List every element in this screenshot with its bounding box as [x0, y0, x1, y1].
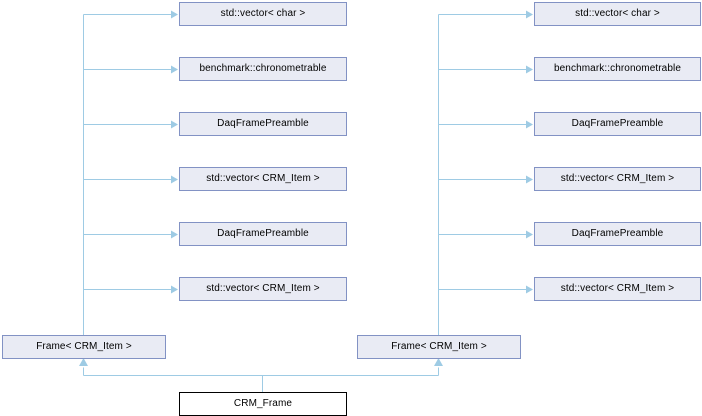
- node-frame-crm-item-left[interactable]: Frame< CRM_Item >: [2, 335, 166, 359]
- arrow-icon-right-0: [526, 10, 533, 19]
- node-label: DaqFramePreamble: [217, 118, 309, 129]
- node-label: std::vector< CRM_Item >: [560, 283, 675, 294]
- arrow-icon-left-4: [171, 230, 178, 239]
- arrowheads-inheritance: [79, 358, 443, 366]
- node-daqframepreamble-right-2[interactable]: DaqFramePreamble: [534, 222, 701, 246]
- node-label: std::vector< CRM_Item >: [560, 173, 675, 184]
- edge-group-inheritance: [83, 367, 439, 393]
- node-label: CRM_Frame: [233, 398, 293, 409]
- node-daqframepreamble-left-1[interactable]: DaqFramePreamble: [179, 112, 347, 136]
- node-std-vector-crm-item-left-2[interactable]: std::vector< CRM_Item >: [179, 277, 347, 301]
- node-daqframepreamble-left-2[interactable]: DaqFramePreamble: [179, 222, 347, 246]
- node-label: benchmark::chronometrable: [553, 63, 681, 74]
- arrow-icon-right-2: [526, 120, 533, 129]
- node-std-vector-crm-item-right-2[interactable]: std::vector< CRM_Item >: [534, 277, 701, 301]
- node-label: Frame< CRM_Item >: [36, 341, 132, 352]
- node-frame-crm-item-right[interactable]: Frame< CRM_Item >: [357, 335, 521, 359]
- node-label: Frame< CRM_Item >: [391, 341, 487, 352]
- node-std-vector-crm-item-left-1[interactable]: std::vector< CRM_Item >: [179, 167, 347, 191]
- arrow-icon-left-1: [171, 65, 178, 74]
- arrowheads-left: [171, 10, 178, 294]
- arrowheads-right: [526, 10, 533, 294]
- arrow-icon-left-3: [171, 175, 178, 184]
- node-label: std::vector< char >: [575, 8, 660, 19]
- node-benchmark-chronometrable-right[interactable]: benchmark::chronometrable: [534, 57, 701, 81]
- arrow-icon-right-1: [526, 65, 533, 74]
- edge-group-right-usage: [438, 14, 528, 336]
- node-std-vector-char-left[interactable]: std::vector< char >: [179, 2, 347, 26]
- node-std-vector-crm-item-right-1[interactable]: std::vector< CRM_Item >: [534, 167, 701, 191]
- node-label: std::vector< CRM_Item >: [206, 173, 320, 184]
- node-std-vector-char-right[interactable]: std::vector< char >: [534, 2, 701, 26]
- arrow-icon-right-5: [526, 285, 533, 294]
- node-daqframepreamble-right-1[interactable]: DaqFramePreamble: [534, 112, 701, 136]
- arrow-icon-inherit-right: [434, 358, 443, 366]
- node-crm-frame[interactable]: CRM_Frame: [179, 392, 347, 416]
- arrow-icon-inherit-left: [79, 358, 88, 366]
- arrow-icon-right-4: [526, 230, 533, 239]
- arrow-icon-left-2: [171, 120, 178, 129]
- node-label: DaqFramePreamble: [571, 228, 664, 239]
- node-benchmark-chronometrable-left[interactable]: benchmark::chronometrable: [179, 57, 347, 81]
- node-label: DaqFramePreamble: [217, 228, 309, 239]
- arrow-icon-left-0: [171, 10, 178, 19]
- node-label: std::vector< char >: [220, 8, 306, 19]
- node-label: DaqFramePreamble: [571, 118, 664, 129]
- arrow-icon-right-3: [526, 175, 533, 184]
- node-label: std::vector< CRM_Item >: [206, 283, 320, 294]
- edge-group-left-usage: [83, 14, 173, 336]
- node-label: benchmark::chronometrable: [199, 63, 327, 74]
- arrow-icon-left-5: [171, 285, 178, 294]
